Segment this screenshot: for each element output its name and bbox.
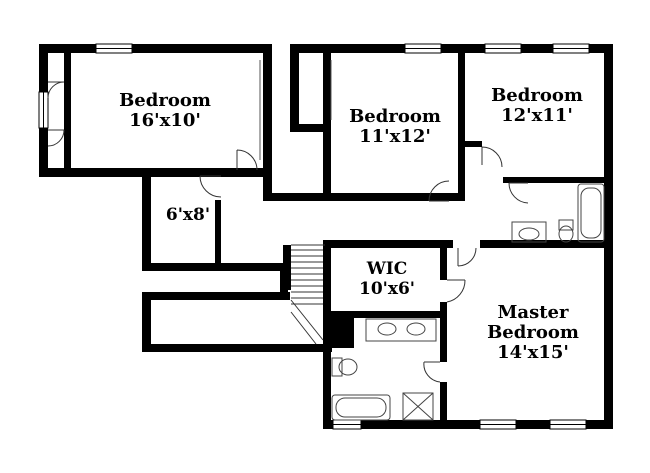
- master-size: 14'x15': [497, 342, 569, 363]
- closet-size: 6'x8': [166, 205, 210, 225]
- bedroom-3-size: 12'x11': [501, 105, 573, 126]
- doors: [47, 81, 529, 383]
- wic-size: 10'x6': [359, 279, 415, 299]
- bedroom-2-name: Bedroom: [349, 106, 441, 127]
- stairs: [290, 249, 324, 345]
- wic-name: WIC: [366, 259, 408, 279]
- bedroom-3-name: Bedroom: [491, 85, 583, 106]
- closet-lines: [259, 60, 332, 160]
- bedroom-1-name: Bedroom: [119, 90, 211, 111]
- bedroom-2-size: 11'x12': [359, 126, 431, 147]
- walls: [39, 44, 613, 429]
- bath-fixtures: [331, 183, 605, 421]
- master-name-line2: Bedroom: [487, 322, 579, 343]
- bedroom-1-size: 16'x10': [129, 110, 201, 131]
- windows: [38, 43, 590, 430]
- room-labels: Bedroom 16'x10' Bedroom 11'x12' Bedroom …: [119, 85, 583, 363]
- master-name-line1: Master: [498, 302, 569, 323]
